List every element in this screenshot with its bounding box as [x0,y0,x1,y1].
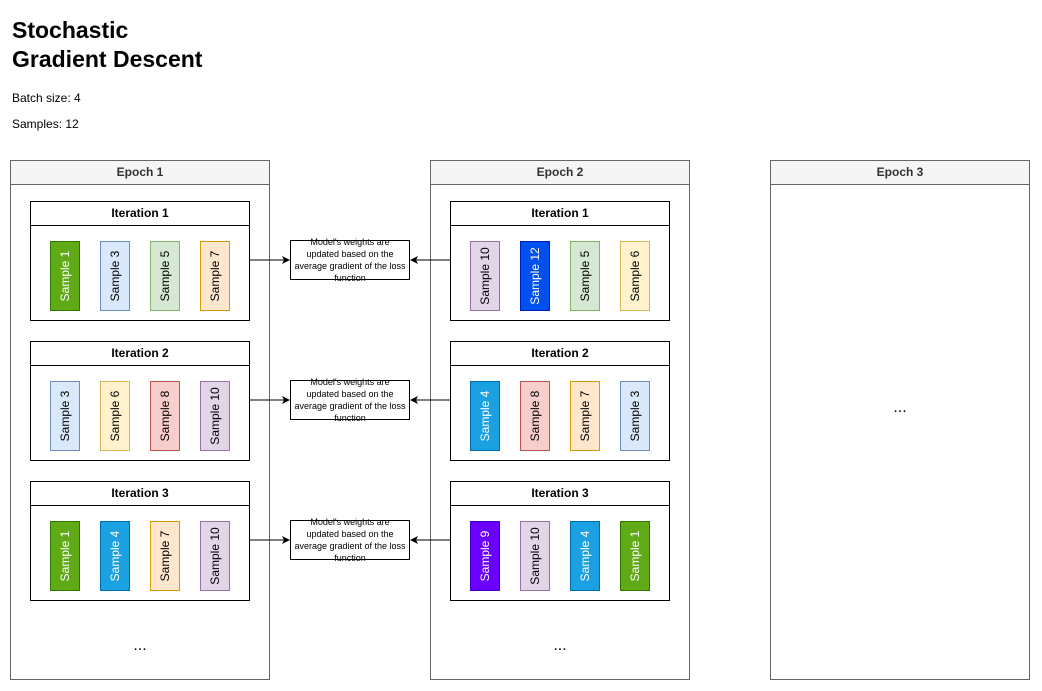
sample-box: Sample 10 [520,521,550,591]
epoch-1-iteration-3: Iteration 3 Sample 1 Sample 4 Sample 7 S… [30,481,250,601]
epoch-2-iteration-1: Iteration 1 Sample 10 Sample 12 Sample 5… [450,201,670,321]
sample-box: Sample 3 [50,381,80,451]
sample-box: Sample 8 [150,381,180,451]
sample-box: Sample 4 [470,381,500,451]
sample-box: Sample 10 [470,241,500,311]
iteration-header: Iteration 1 [31,202,249,226]
epoch-2-iteration-3: Iteration 3 Sample 9 Sample 10 Sample 4 … [450,481,670,601]
sample-box: Sample 5 [150,241,180,311]
epoch-2-iteration-2: Iteration 2 Sample 4 Sample 8 Sample 7 S… [450,341,670,461]
ellipsis-more-iterations: ... [553,637,567,654]
sample-box: Sample 7 [150,521,180,591]
iteration-header: Iteration 3 [451,482,669,506]
sample-box: Sample 3 [100,241,130,311]
ellipsis-more-iterations: ... [133,637,147,654]
batch-size-label: Batch size: 4 [12,91,81,105]
weight-update-note-3: Model's weights are updated based on the… [290,517,410,563]
epoch-1-iteration-1: Iteration 1 Sample 1 Sample 3 Sample 5 S… [30,201,250,321]
sample-box: Sample 1 [50,241,80,311]
sample-box: Sample 8 [520,381,550,451]
samples-count-label: Samples: 12 [12,117,79,131]
sample-box: Sample 6 [620,241,650,311]
epoch-1-iteration-2: Iteration 2 Sample 3 Sample 6 Sample 8 S… [30,341,250,461]
epoch-2-container: Epoch 2 Iteration 1 Sample 10 Sample 12 … [430,160,690,680]
iteration-header: Iteration 1 [451,202,669,226]
ellipsis-epoch-3: ... [893,399,907,416]
epoch-1-container: Epoch 1 Iteration 1 Sample 1 Sample 3 Sa… [10,160,270,680]
iteration-header: Iteration 3 [31,482,249,506]
epoch-3-header: Epoch 3 [771,161,1029,185]
weight-update-note-2: Model's weights are updated based on the… [290,377,410,423]
iteration-header: Iteration 2 [451,342,669,366]
sample-box: Sample 7 [570,381,600,451]
diagram-title: Stochastic Gradient Descent [12,16,202,74]
sample-box: Sample 7 [200,241,230,311]
epoch-3-container: Epoch 3 ... [770,160,1030,680]
iteration-header: Iteration 2 [31,342,249,366]
sample-box: Sample 1 [50,521,80,591]
sample-box: Sample 6 [100,381,130,451]
sample-box: Sample 1 [620,521,650,591]
sample-box: Sample 10 [200,521,230,591]
sample-box: Sample 4 [100,521,130,591]
sample-box: Sample 5 [570,241,600,311]
sample-box: Sample 3 [620,381,650,451]
sample-box: Sample 4 [570,521,600,591]
sample-box: Sample 12 [520,241,550,311]
title-line-2: Gradient Descent [12,46,203,72]
epoch-2-header: Epoch 2 [431,161,689,185]
sample-box: Sample 9 [470,521,500,591]
weight-update-note-1: Model's weights are updated based on the… [290,237,410,283]
sample-box: Sample 10 [200,381,230,451]
epoch-1-header: Epoch 1 [11,161,269,185]
title-line-1: Stochastic [12,17,129,43]
